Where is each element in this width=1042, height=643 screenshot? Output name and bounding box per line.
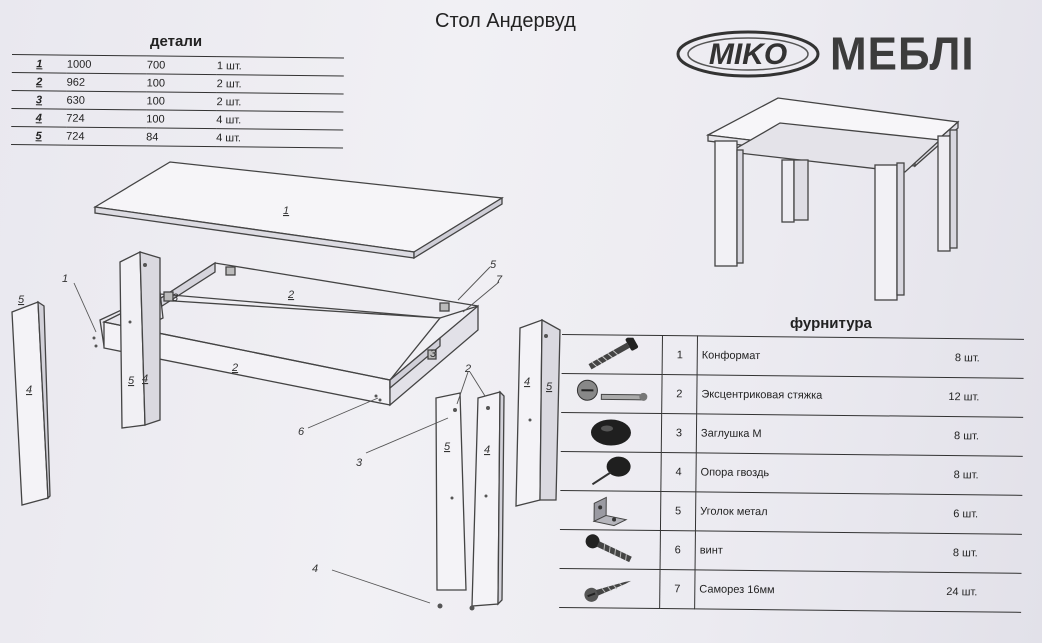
leg-front-assembly	[435, 390, 505, 607]
wood-screw-icon	[584, 580, 632, 602]
table-row: 5 Уголок метал 6 шт.	[559, 490, 1023, 535]
hardware-qty: 12 шт.	[948, 391, 980, 404]
hardware-name: Саморез 16мм	[699, 583, 775, 597]
hardware-qty: 8 шт.	[954, 430, 980, 443]
label-leg-left-a: 5	[18, 294, 25, 306]
callout-2: 2	[464, 363, 471, 375]
label-leg-left-b: 4	[26, 384, 32, 396]
logo-miko-text: MIKO	[709, 38, 787, 71]
cap-plug-icon	[590, 419, 631, 446]
hardware-table: 1 Конформат 8 шт. 2 Эксцентриковая стяжка…	[559, 334, 1024, 613]
screw-confirmat-icon	[588, 337, 639, 370]
table-row: 7 Саморез 16мм 24 шт.	[559, 568, 1022, 613]
hardware-name: Уголок метал	[700, 505, 768, 519]
callout-3: 3	[356, 457, 363, 469]
label-leg-front-a: 5	[444, 441, 451, 453]
parts-heading: детали	[150, 33, 203, 50]
glide-nail-icon	[591, 456, 631, 486]
callout-6: 6	[298, 426, 305, 438]
hardware-qty: 8 шт.	[952, 547, 978, 560]
hardware-qty: 24 шт.	[946, 586, 978, 599]
label-frame-side-right: 3	[430, 348, 437, 360]
logo-mebli-text: МЕБЛІ	[830, 28, 975, 81]
table-row: 6 винт 8 шт.	[559, 529, 1022, 574]
hardware-qty: 6 шт.	[953, 508, 979, 521]
label-leg-front-b: 4	[484, 444, 490, 456]
hardware-qty: 8 шт.	[954, 352, 980, 365]
hardware-number: 6	[660, 530, 696, 570]
callout-7: 7	[496, 274, 503, 286]
miko-logo: MIKO	[676, 30, 820, 78]
hardware-name: Опора гвоздь	[700, 466, 770, 480]
hardware-qty: 8 шт.	[953, 469, 979, 482]
label-leg-right-a: 4	[524, 376, 530, 388]
label-leg-back-a: 5	[128, 375, 135, 387]
table-top-panel	[93, 161, 504, 260]
label-leg-back-b: 4	[142, 373, 148, 385]
apron-frame	[99, 261, 479, 407]
hardware-name: винт	[699, 544, 723, 557]
table-row: 4 Опора гвоздь 8 шт.	[560, 451, 1023, 496]
cam-lock-icon	[576, 379, 648, 401]
table-row: 1 Конформат 8 шт.	[561, 334, 1024, 379]
metal-bracket-icon	[592, 496, 628, 527]
bolt-icon	[585, 534, 632, 563]
document-title: Стол Андервуд	[435, 10, 576, 32]
hardware-number: 5	[660, 491, 696, 531]
label-frame-side-left: 3	[172, 292, 179, 304]
hardware-number: 3	[661, 413, 697, 453]
hardware-name: Заглушка М	[700, 427, 762, 441]
callout-4: 4	[312, 563, 318, 575]
leg-left-assembly	[11, 250, 161, 506]
table-row: 2 Эксцентриковая стяжка 12 шт.	[561, 373, 1024, 418]
hardware-number: 4	[660, 452, 697, 492]
leg-right-assembly	[515, 318, 561, 507]
callout-1: 1	[62, 273, 68, 285]
label-frame-back: 2	[287, 289, 294, 301]
hardware-name: Конформат	[701, 349, 761, 363]
label-table-top: 1	[283, 205, 289, 217]
assembled-table-preview	[705, 97, 960, 301]
hardware-number: 2	[661, 374, 698, 414]
hardware-heading: фурнитура	[790, 315, 872, 332]
hardware-name: Эксцентриковая стяжка	[701, 388, 823, 402]
hardware-number: 7	[659, 569, 696, 609]
label-frame-front: 2	[231, 362, 238, 374]
label-leg-right-b: 5	[546, 381, 553, 393]
table-row: 3 Заглушка М 8 шт.	[560, 412, 1024, 457]
hardware-number: 1	[662, 335, 698, 375]
callout-5: 5	[490, 259, 497, 271]
